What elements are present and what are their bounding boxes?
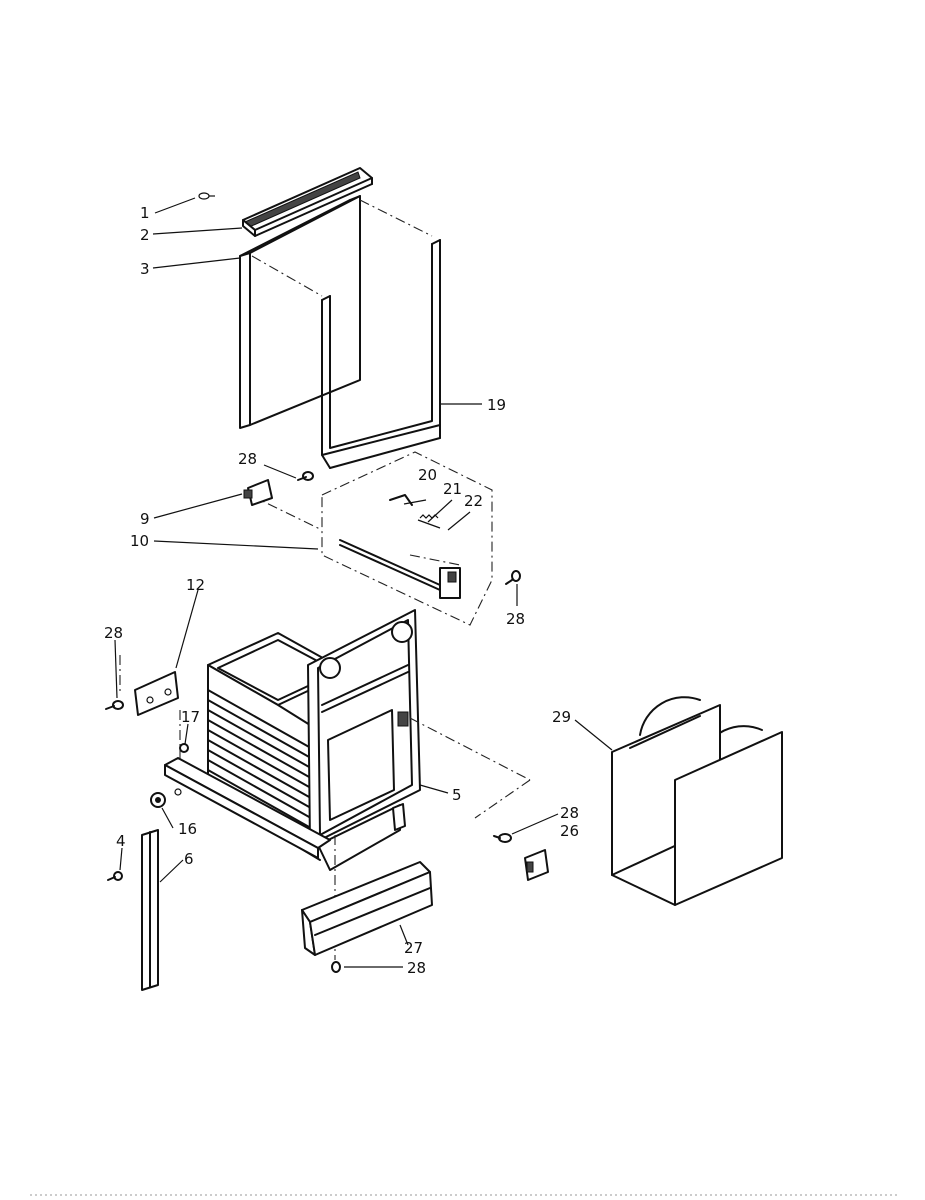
callout-4: 4 bbox=[116, 832, 126, 850]
hinge-part-26 bbox=[524, 849, 549, 881]
screw-upper-left bbox=[297, 471, 314, 481]
callout-28-upper: 28 bbox=[238, 450, 257, 468]
callout-labels: 1 2 3 19 28 20 21 22 9 10 28 12 28 17 29… bbox=[104, 204, 579, 977]
screw-left-bracket bbox=[105, 700, 124, 710]
storage-tray bbox=[611, 696, 783, 906]
callout-28-lower-right: 28 bbox=[560, 804, 579, 822]
callout-1: 1 bbox=[140, 204, 150, 222]
callout-22: 22 bbox=[464, 492, 483, 510]
callout-26: 26 bbox=[560, 822, 579, 840]
top-trim-strip bbox=[242, 167, 373, 237]
leader-lines bbox=[114, 197, 613, 968]
callout-12: 12 bbox=[186, 576, 205, 594]
cooling-fins bbox=[207, 689, 319, 833]
callout-9: 9 bbox=[140, 510, 150, 528]
kick-plate bbox=[301, 861, 433, 956]
callout-6: 6 bbox=[184, 850, 194, 868]
screw-part-1 bbox=[198, 192, 215, 200]
side-bracket bbox=[134, 671, 179, 716]
hinge-assembly-outline bbox=[249, 451, 493, 626]
nut-part-17 bbox=[179, 743, 189, 753]
callout-29: 29 bbox=[552, 708, 571, 726]
hinge-bracket bbox=[243, 479, 273, 506]
callout-21: 21 bbox=[443, 480, 462, 498]
callout-10: 10 bbox=[130, 532, 149, 550]
callout-27: 27 bbox=[404, 939, 423, 957]
callout-2: 2 bbox=[140, 226, 150, 244]
screw-bottom bbox=[331, 961, 341, 973]
vertical-strip bbox=[141, 829, 159, 991]
side-panel bbox=[239, 195, 361, 429]
callout-5: 5 bbox=[452, 786, 462, 804]
leveling-foot bbox=[150, 792, 166, 808]
callout-19: 19 bbox=[487, 396, 506, 414]
screw-part-4 bbox=[107, 871, 123, 881]
callout-28-right: 28 bbox=[506, 610, 525, 628]
screw-right-lower bbox=[493, 833, 512, 843]
callout-17: 17 bbox=[181, 708, 200, 726]
callout-3: 3 bbox=[140, 260, 150, 278]
bottom-side-rail bbox=[164, 757, 331, 859]
callout-20: 20 bbox=[418, 466, 437, 484]
callout-28-bottom: 28 bbox=[407, 959, 426, 977]
u-frame bbox=[321, 239, 441, 469]
callout-16: 16 bbox=[178, 820, 197, 838]
screw-right-upper bbox=[505, 570, 521, 585]
callout-28-left: 28 bbox=[104, 624, 123, 642]
main-cabinet bbox=[207, 609, 421, 871]
